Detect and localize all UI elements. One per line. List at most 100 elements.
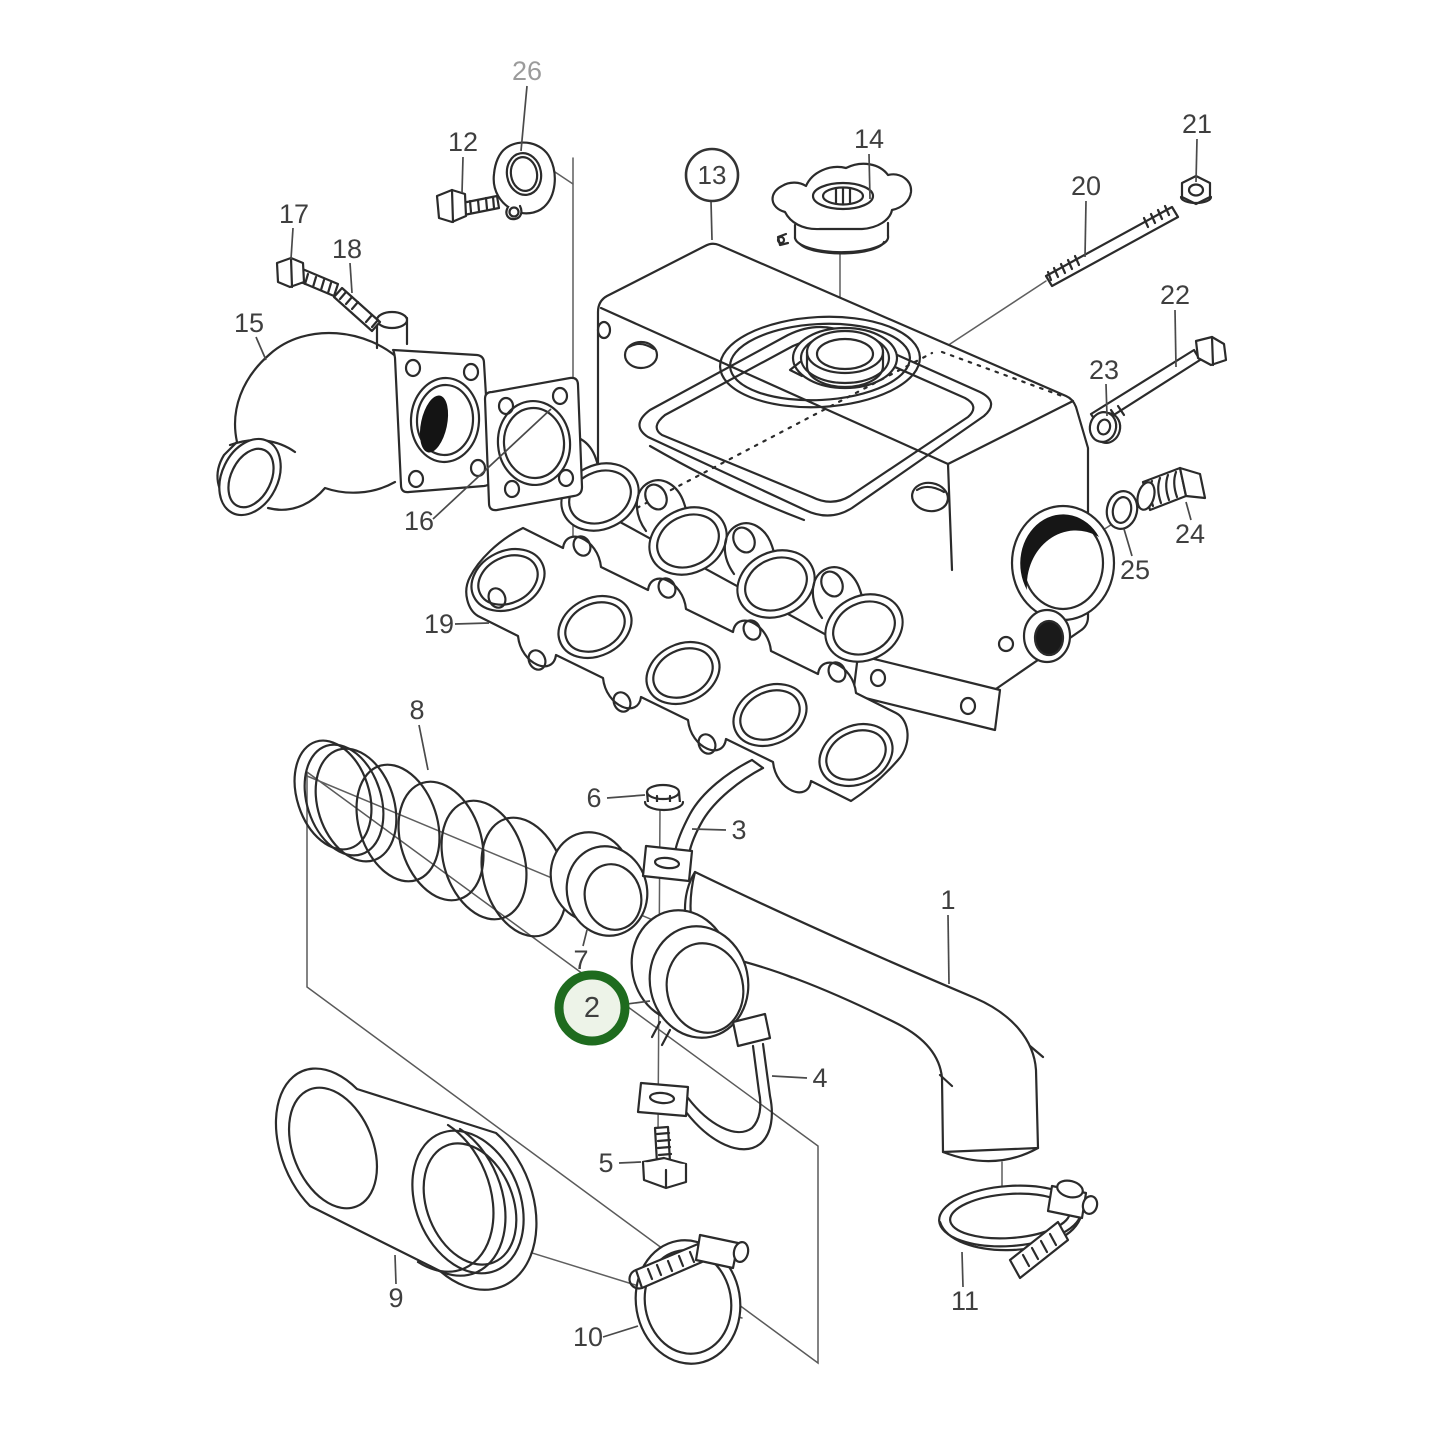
leader-line	[454, 622, 490, 625]
leader-line	[710, 200, 713, 241]
callout-22[interactable]: 22	[1160, 280, 1190, 368]
callout-9[interactable]: 9	[388, 1254, 404, 1313]
callout-5[interactable]: 5	[598, 1148, 642, 1178]
leader-line	[947, 914, 950, 985]
boundary-box	[306, 770, 819, 1365]
callout-24[interactable]: 24	[1175, 501, 1205, 549]
part-26-small-gasket	[492, 141, 556, 221]
leader-line	[1174, 309, 1177, 368]
part-4-lower-bracket	[636, 1012, 773, 1151]
callout-6[interactable]: 6	[586, 783, 646, 813]
callout-label[interactable]: 11	[951, 1286, 979, 1316]
leader-line	[868, 153, 871, 200]
callout-19[interactable]: 19	[424, 609, 490, 639]
callout-17[interactable]: 17	[279, 199, 309, 260]
callout-label[interactable]: 10	[573, 1322, 603, 1352]
part-10-hose-clamp	[628, 1233, 750, 1365]
callout-circle[interactable]	[684, 147, 740, 203]
leader-line	[418, 724, 429, 771]
callout-16[interactable]: 16	[404, 408, 552, 536]
part-19-manifold-gasket	[465, 526, 909, 803]
leader-line	[1185, 501, 1192, 521]
callout-7[interactable]: 7	[573, 929, 589, 975]
leader-line	[1123, 528, 1133, 557]
callout-label[interactable]: 8	[409, 695, 424, 725]
part-8-spring	[293, 739, 568, 938]
part-12-bolt	[435, 188, 501, 224]
callout-3[interactable]: 3	[691, 815, 747, 845]
callout-label[interactable]: 25	[1120, 555, 1150, 585]
callout-label[interactable]: 15	[234, 308, 264, 338]
callout-1[interactable]: 1	[940, 885, 956, 985]
part-2-split-bushing	[630, 909, 750, 1047]
callout-15[interactable]: 15	[234, 308, 267, 361]
callout-12[interactable]: 12	[448, 127, 478, 194]
callout-25[interactable]: 25	[1120, 528, 1150, 585]
callout-label[interactable]: 17	[279, 199, 309, 229]
part-5-bolt	[641, 1125, 688, 1190]
callout-11[interactable]: 11	[951, 1251, 979, 1316]
leader-line	[691, 828, 727, 831]
leader-line	[349, 262, 353, 294]
part-14-radiator-cap	[771, 162, 913, 255]
part-20-stud	[1044, 204, 1180, 288]
callout-label[interactable]: 24	[1175, 519, 1205, 549]
callout-13[interactable]: 13	[684, 147, 740, 241]
leader-line	[618, 1161, 642, 1164]
leader-line	[771, 1075, 808, 1079]
leader-line	[606, 794, 646, 799]
part-13-housing	[547, 242, 1116, 732]
callout-21[interactable]: 21	[1182, 109, 1212, 183]
part-6-nut	[643, 783, 685, 812]
highlight-circle[interactable]	[554, 970, 630, 1046]
callout-18[interactable]: 18	[332, 234, 362, 294]
callout-label[interactable]: 9	[388, 1283, 403, 1313]
callout-10[interactable]: 10	[573, 1322, 639, 1352]
callout-label[interactable]: 20	[1071, 171, 1101, 201]
part-23-washer	[1088, 411, 1122, 444]
callout-label[interactable]: 1	[940, 885, 955, 915]
leader-line	[290, 227, 294, 260]
leader-line	[1084, 200, 1087, 258]
callout-label[interactable]: 4	[812, 1063, 827, 1093]
callout-4[interactable]: 4	[771, 1063, 828, 1093]
callout-20[interactable]: 20	[1071, 171, 1101, 258]
stud20-axis-line	[946, 280, 1047, 347]
callout-label[interactable]: 6	[586, 783, 601, 813]
part-11-hose-clamp	[938, 1179, 1099, 1280]
part-3-upper-bracket	[641, 758, 765, 883]
callout-label[interactable]: 18	[332, 234, 362, 264]
callout-2[interactable]: 2	[554, 970, 651, 1046]
part-18-stud	[332, 286, 382, 333]
callout-label[interactable]: 13	[698, 160, 727, 190]
callout-label[interactable]: 21	[1182, 109, 1212, 139]
callout-label[interactable]: 26	[512, 56, 542, 86]
callout-label[interactable]: 5	[598, 1148, 613, 1178]
leader-line	[1195, 138, 1198, 183]
leader-line	[602, 1325, 639, 1338]
callout-label[interactable]: 2	[584, 992, 600, 1024]
part-9-sleeve	[274, 1067, 538, 1291]
callout-label[interactable]: 7	[573, 945, 588, 975]
callout-layer: 2612171815161913142021222324258637245191…	[234, 56, 1212, 1352]
part-24-plug	[1136, 466, 1207, 512]
part-7-bushing-ring	[549, 831, 649, 937]
leader-line	[582, 929, 588, 947]
leader-line	[432, 408, 552, 520]
callout-label[interactable]: 19	[424, 609, 454, 639]
callout-label[interactable]: 3	[731, 815, 746, 845]
part-15-water-outlet-elbow	[216, 310, 493, 517]
leader-line	[461, 156, 464, 194]
part-16-square-gasket	[483, 376, 584, 512]
callout-8[interactable]: 8	[409, 695, 429, 771]
callout-label[interactable]: 22	[1160, 280, 1190, 310]
callout-label[interactable]: 12	[448, 127, 478, 157]
callout-label[interactable]: 14	[854, 124, 884, 154]
leader-line	[520, 85, 528, 152]
callout-23[interactable]: 23	[1089, 355, 1119, 417]
callout-26[interactable]: 26	[512, 56, 542, 152]
callout-14[interactable]: 14	[854, 124, 884, 200]
callout-label[interactable]: 16	[404, 506, 434, 536]
callout-label[interactable]: 23	[1089, 355, 1119, 385]
